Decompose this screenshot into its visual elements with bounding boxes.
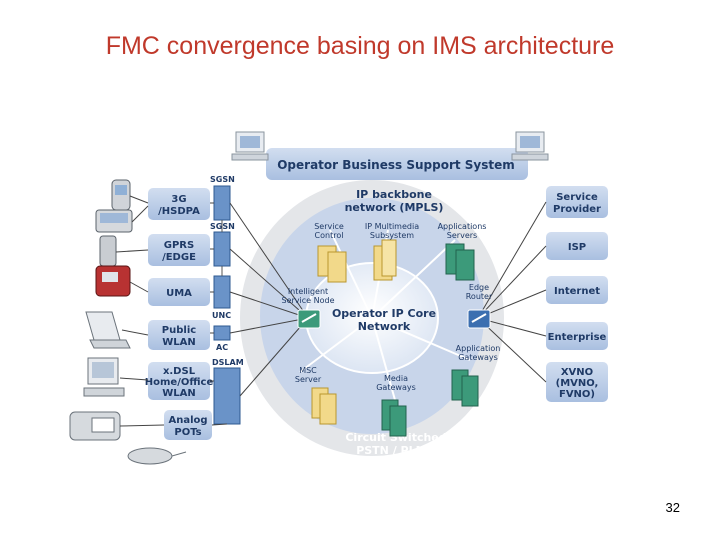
- analog-phone-icon: [127, 447, 187, 465]
- edge-router-label: Router: [466, 292, 493, 301]
- right-label: Enterprise: [548, 332, 607, 343]
- access-label: x.DSL: [163, 366, 196, 377]
- right-box-enterprise: [546, 322, 608, 350]
- ims-label: IP Multimedia: [365, 222, 419, 231]
- server-icon: [381, 399, 407, 437]
- right-label: XVNO: [561, 367, 593, 378]
- access-box-gprs: [148, 234, 210, 266]
- router-icon: [297, 309, 321, 329]
- desktop-computer-icon: [83, 357, 125, 397]
- media-gw-label: Media: [384, 374, 408, 383]
- access-label: WLAN: [162, 388, 196, 399]
- right-label: FVNO): [559, 389, 595, 400]
- app-gateways-label: Application: [456, 344, 501, 353]
- right-box-xvno: [546, 362, 608, 402]
- left-node-column: [213, 185, 241, 425]
- intelligent-node-label: Service Node: [282, 296, 335, 305]
- access-label: GPRS: [164, 240, 194, 251]
- right-label: Service: [556, 192, 598, 203]
- server-icon: [373, 239, 397, 281]
- unc-node: [213, 275, 231, 309]
- right-network-boxes: Service Provider ISP Internet Enterprise…: [546, 186, 608, 402]
- page-number: 32: [665, 500, 680, 515]
- access-label: Analog: [168, 415, 207, 426]
- computer-icon: [511, 131, 549, 161]
- access-label: WLAN: [162, 337, 196, 348]
- circuit-label-2: PSTN / PLMN: [356, 444, 436, 457]
- sgsn-node: [213, 185, 231, 221]
- slide-title: FMC convergence basing on IMS architectu…: [105, 32, 615, 60]
- left-connections: [210, 202, 309, 426]
- laptop-icon: [85, 311, 131, 349]
- right-box-isp: [546, 232, 608, 260]
- bss-label: Operator Business Support System: [277, 158, 515, 172]
- msc-label: Server: [295, 375, 322, 384]
- access-box-xdsl: [148, 362, 210, 400]
- ims-label: Subsystem: [370, 231, 414, 240]
- server-icon: [317, 245, 347, 283]
- access-label: /EDGE: [162, 252, 196, 263]
- left-access-boxes: 3G /HSDPA GPRS /EDGE UMA Public WLAN x.D…: [145, 188, 214, 440]
- media-gw-label: Gateways: [376, 383, 416, 392]
- unc-label: UNC: [212, 311, 231, 320]
- intelligent-node-label: Intelligent: [288, 287, 328, 296]
- app-servers-label: Servers: [447, 231, 477, 240]
- app-servers-label: Applications: [438, 222, 487, 231]
- ac-label: AC: [216, 343, 228, 352]
- server-icon: [445, 243, 475, 281]
- access-box-3g: [148, 188, 210, 220]
- mobile-phone-icon: [95, 265, 131, 297]
- backbone-label-2: network (MPLS): [345, 201, 444, 214]
- access-label: Public: [162, 325, 196, 336]
- access-label: 3G: [171, 194, 186, 205]
- right-box-service-provider: [546, 186, 608, 218]
- access-label: POTs: [174, 427, 201, 438]
- access-label: Home/Office: [145, 377, 214, 388]
- device-connections: [115, 195, 165, 427]
- service-control-label: Service: [314, 222, 344, 231]
- right-box-internet: [546, 276, 608, 304]
- telephone-icon: [69, 411, 121, 441]
- core-label-1: Operator IP Core: [332, 307, 436, 320]
- pda-icon: [95, 209, 133, 233]
- edge-router-label: Edge: [469, 283, 489, 292]
- dslam-node: [213, 367, 241, 425]
- sgsn-label: SGSN: [210, 222, 235, 231]
- sgsn-label: SGSN: [210, 175, 235, 184]
- ac-node: [213, 325, 231, 341]
- right-label: (MVNO,: [556, 378, 599, 389]
- access-label: /HSDPA: [158, 206, 200, 217]
- access-box-public-wlan: [148, 320, 210, 350]
- mobile-phone-icon: [99, 235, 117, 267]
- server-icon: [451, 369, 479, 407]
- bss-box: [266, 148, 528, 180]
- access-box-analog: [164, 410, 212, 440]
- access-label: UMA: [166, 288, 192, 299]
- sgsn-node: [213, 231, 231, 267]
- service-control-label: Control: [315, 231, 344, 240]
- right-label: Internet: [554, 286, 600, 297]
- right-label: Provider: [553, 204, 601, 215]
- mobile-phone-icon: [111, 179, 131, 211]
- circuit-label-1: Circuit Switched: [345, 431, 446, 444]
- computer-icon: [231, 131, 269, 161]
- core-label-2: Network: [358, 320, 411, 333]
- msc-label: MSC: [299, 366, 317, 375]
- router-icon: [467, 309, 491, 329]
- server-icon: [311, 387, 337, 425]
- access-box-uma: [148, 278, 210, 306]
- dslam-label: DSLAM: [212, 358, 244, 367]
- backbone-label-1: IP backbone: [356, 188, 432, 201]
- right-label: ISP: [568, 242, 586, 253]
- app-gateways-label: Gateways: [458, 353, 498, 362]
